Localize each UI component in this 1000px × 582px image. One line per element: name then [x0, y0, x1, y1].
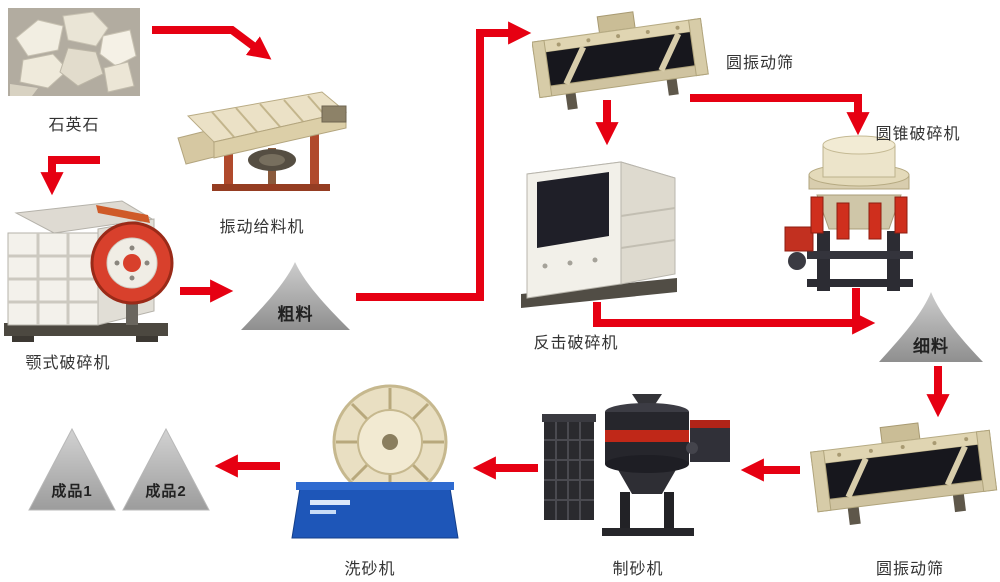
- screen-bottom-illustration: [810, 422, 998, 525]
- cone-crusher-illustration: [784, 135, 913, 291]
- coarse-material-pile: 粗料: [238, 260, 353, 332]
- fine-material-pile: 细料: [876, 290, 986, 364]
- impact-crusher: [515, 136, 685, 316]
- cone-crusher-label: 圆锥破碎机: [875, 126, 961, 143]
- product1-triangle: [28, 427, 116, 511]
- quartz-label: 石英石: [48, 117, 100, 134]
- fine-material-label: 细料: [913, 337, 949, 356]
- product1-pile: 成品1: [26, 424, 118, 514]
- screen-top-label: 圆振动筛: [725, 55, 794, 72]
- screen-top-illustration: [532, 11, 709, 110]
- jaw-crusher: [0, 193, 178, 345]
- feeder-label: 振动给料机: [219, 219, 305, 236]
- quartz-stone-image: [8, 8, 140, 96]
- quartz-rocks-illustration: [8, 8, 140, 96]
- circular-vibrating-screen-top: [532, 4, 710, 122]
- sand-maker-illustration: [542, 394, 730, 536]
- arrow-impact-to-fine: [593, 302, 876, 335]
- circular-vibrating-screen-bottom: [810, 413, 998, 535]
- arrow-feeder-to-jaw: [40, 156, 100, 196]
- sand-washer-illustration: [291, 384, 459, 539]
- jaw-crusher-label: 颚式破碎机: [25, 355, 111, 372]
- product2-triangle: [122, 427, 210, 511]
- vibrating-feeder-illustration: [177, 91, 348, 191]
- arrow-quartz-to-feeder: [152, 26, 272, 60]
- sand-maker-label: 制砂机: [612, 561, 664, 578]
- screen-bottom-label: 圆振动筛: [875, 561, 944, 578]
- arrow-screen-to-cone: [690, 94, 870, 136]
- product2-pile: 成品2: [120, 424, 212, 514]
- product2-label: 成品2: [145, 483, 187, 500]
- impact-crusher-label: 反击破碎机: [533, 335, 619, 352]
- fine-pile-illustration: [879, 292, 983, 362]
- jaw-crusher-illustration: [4, 200, 174, 342]
- sand-washing-machine: [280, 380, 470, 545]
- sand-washer-label: 洗砂机: [344, 561, 396, 578]
- coarse-pile-illustration: [241, 262, 350, 330]
- cone-crusher: [783, 133, 935, 298]
- impact-crusher-illustration: [521, 161, 677, 308]
- sand-making-machine: [542, 390, 734, 548]
- vibrating-feeder: [172, 80, 357, 198]
- product1-label: 成品1: [51, 483, 93, 500]
- arrow-coarse-to-screen: [356, 21, 532, 301]
- coarse-material-label: 粗料: [277, 305, 314, 324]
